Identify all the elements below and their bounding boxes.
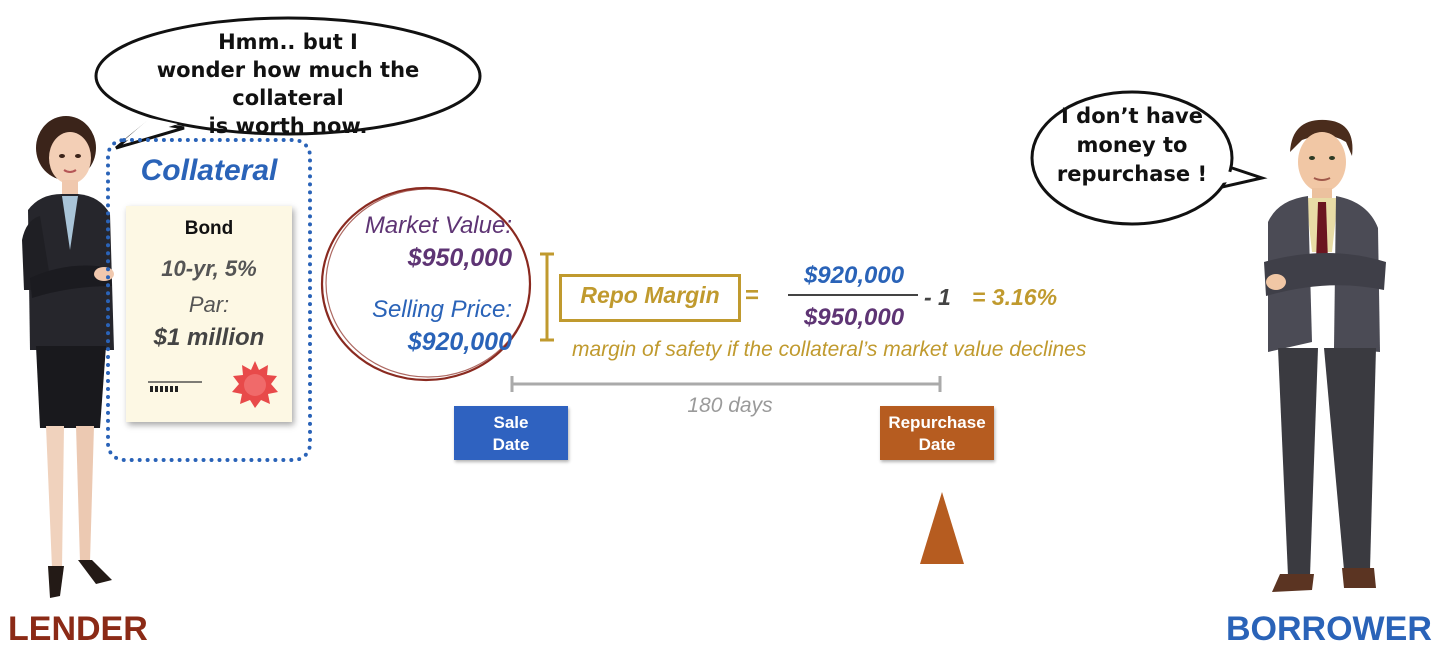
margin-note: margin of safety if the collateral’s mar… xyxy=(572,338,1087,361)
lender-speech-line: is worth now. xyxy=(208,114,368,138)
repo-margin-box xyxy=(559,274,741,322)
bond-certificate: Bond 10-yr, 5% Par: $1 million xyxy=(126,206,292,422)
lender-speech-line: wonder how much the collateral xyxy=(156,58,420,110)
formula-minus-one: - 1 xyxy=(924,284,951,310)
lender-figure xyxy=(22,116,114,598)
fraction-numerator: $920,000 xyxy=(803,262,905,289)
collateral-box xyxy=(106,138,312,462)
lender-label: LENDER xyxy=(8,610,148,648)
bracket-icon xyxy=(540,252,554,342)
borrower-speech-line: repurchase ! xyxy=(1056,162,1208,186)
fraction-denominator: $950,000 xyxy=(803,304,905,331)
signature-line-icon xyxy=(148,381,202,392)
sale-date-label: Sale xyxy=(493,413,529,432)
seal-icon xyxy=(232,361,278,408)
repurchase-date-label: Repurchase xyxy=(888,413,986,432)
selling-price-amount: $920,000 xyxy=(407,328,512,356)
lender-speech-bubble xyxy=(94,16,482,150)
borrower-speech-line: money to xyxy=(1076,133,1188,157)
sale-date-box: Sale Date xyxy=(454,406,568,460)
borrower-speech-line: I don’t have xyxy=(1061,104,1203,128)
formula-equals: = xyxy=(745,282,760,309)
collateral-title: Collateral xyxy=(140,154,278,187)
borrower-figure xyxy=(1264,119,1386,592)
selling-price-label: Selling Price: xyxy=(371,296,512,323)
lender-speech-text: Hmm.. but I wonder how much the collater… xyxy=(100,28,476,140)
lender-speech-line: Hmm.. but I xyxy=(218,30,358,54)
borrower-label: BORROWER xyxy=(1226,610,1432,648)
bond-par-value: $1 million xyxy=(153,324,265,351)
borrower-speech-text: I don’t have money to repurchase ! xyxy=(1040,102,1224,189)
market-value-amount: $950,000 xyxy=(407,244,512,272)
timeline-span xyxy=(510,376,942,392)
borrower-speech-bubble xyxy=(1030,90,1268,226)
valuation-circle xyxy=(320,186,532,382)
timeline-duration: 180 days xyxy=(687,394,773,417)
sale-date-label: Date xyxy=(492,435,530,454)
formula-result: = 3.16% xyxy=(972,284,1058,310)
bond-name: Bond xyxy=(184,218,234,239)
repurchase-pointer-icon xyxy=(920,492,964,564)
bond-par-label: Par: xyxy=(188,292,230,317)
repurchase-date-label: Date xyxy=(918,435,956,454)
market-value-label: Market Value: xyxy=(364,212,512,239)
fraction-bar xyxy=(788,294,918,296)
repurchase-date-box: Repurchase Date xyxy=(880,406,994,460)
bond-terms: 10-yr, 5% xyxy=(161,256,257,281)
repo-margin-label: Repo Margin xyxy=(580,282,720,308)
